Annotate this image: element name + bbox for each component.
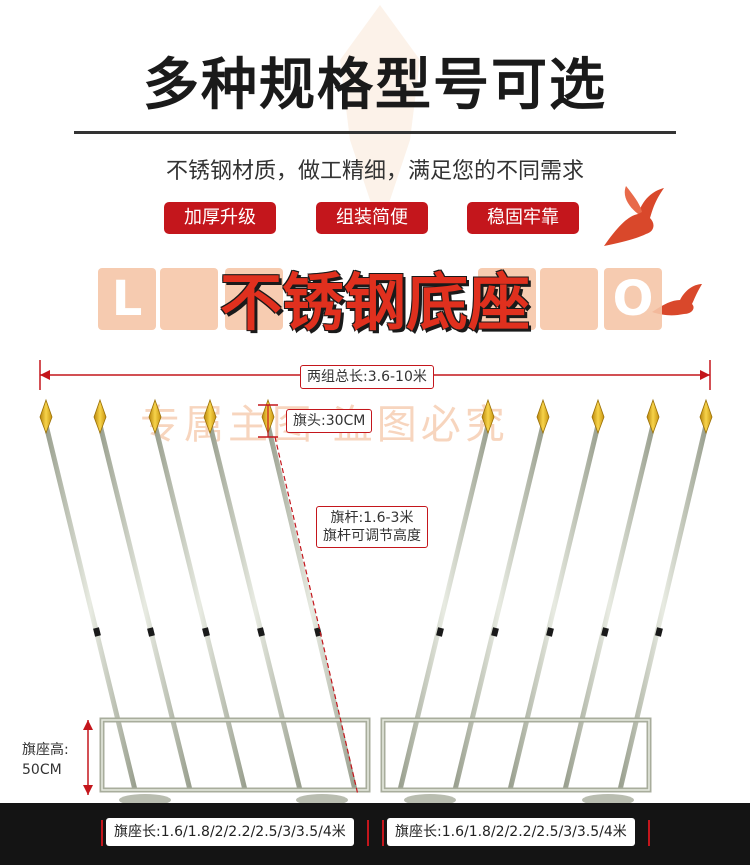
bird-icon [652,284,702,316]
background-ornament [340,5,420,230]
watermark-block [478,268,536,330]
tag-thickened: 加厚升级 [164,202,276,234]
page-title: 多种规格型号可选 [143,53,607,118]
bird-icon [604,186,664,246]
watermark-block [160,268,218,330]
watermark-block [540,268,598,330]
tag-stable: 稳固牢靠 [467,202,579,234]
title-divider [74,131,676,134]
total-length-label: 两组总长:3.6-10米 [300,365,434,389]
subtitle: 不锈钢材质，做工精细，满足您的不同需求 [165,159,584,184]
base-height-label: 旗座高: 50CM [22,740,69,780]
flagpole-bases-illustration [39,398,713,805]
pole-length-label-line2: 旗杆可调节高度 [323,528,421,544]
watermark-letter: L [98,268,156,330]
base-length-markers [101,820,650,846]
headline: 不锈钢底座 [219,266,530,339]
flag-head-label: 旗头:30CM [286,409,373,433]
tag-easy-assembly: 组装简便 [316,202,428,234]
pole-length-label: 旗杆:1.6-3米 旗杆可调节高度 [316,506,428,548]
pole-length-label-line1: 旗杆:1.6-3米 [330,510,414,526]
base-length-left-label: 旗座长:1.6/1.8/2/2.2/2.5/3/3.5/4米 [106,818,354,846]
base-height-label-line2: 50CM [22,762,62,778]
watermark-letter: O [604,268,662,330]
watermark-block [225,268,283,330]
base-height-label-line1: 旗座高: [22,742,69,758]
base-length-right-label: 旗座长:1.6/1.8/2/2.2/2.5/3/3.5/4米 [387,818,635,846]
